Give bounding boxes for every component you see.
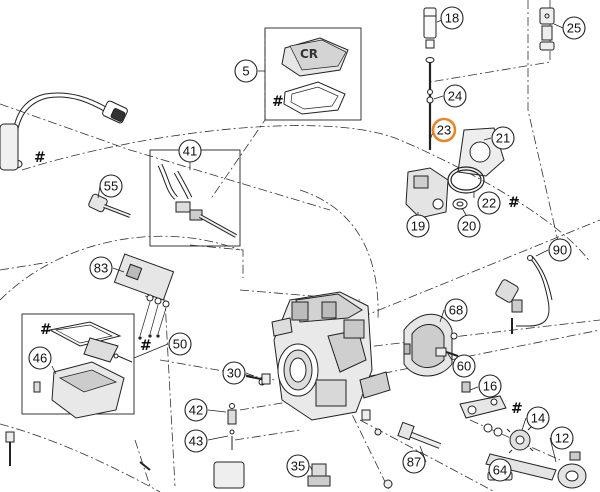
throttle-sensor-cable bbox=[0, 92, 128, 171]
callout-layer: 18 25 5 24 23 21 41 55 22 19 20 90 83 68… bbox=[28, 6, 586, 482]
hash-marks: # # # # # # bbox=[34, 94, 523, 417]
hash-mark-cable: # bbox=[34, 150, 46, 166]
callout-42[interactable]: 42 bbox=[184, 398, 208, 422]
callout-12-label: 12 bbox=[555, 431, 569, 446]
callout-42-label: 42 bbox=[189, 403, 203, 418]
part-24-needle-clip bbox=[426, 96, 434, 104]
callout-90[interactable]: 90 bbox=[548, 238, 572, 262]
callout-55-label: 55 bbox=[104, 179, 118, 194]
callout-64-label: 64 bbox=[493, 463, 507, 478]
callout-24[interactable]: 24 bbox=[443, 84, 467, 108]
callout-16-label: 16 bbox=[483, 379, 497, 394]
callout-22-label: 22 bbox=[482, 196, 496, 211]
callout-87-label: 87 bbox=[407, 455, 421, 470]
callout-30-label: 30 bbox=[227, 366, 241, 381]
part-43-pin bbox=[229, 429, 235, 450]
callout-87[interactable]: 87 bbox=[402, 450, 426, 474]
callout-83[interactable]: 83 bbox=[89, 256, 113, 280]
callout-21[interactable]: 21 bbox=[491, 126, 515, 150]
callout-18[interactable]: 18 bbox=[440, 6, 464, 30]
part-42-nozzle bbox=[227, 403, 237, 425]
part-83-jet-kit bbox=[113, 253, 175, 340]
part-50-pin bbox=[113, 353, 133, 363]
callout-46[interactable]: 46 bbox=[28, 346, 52, 370]
callout-35[interactable]: 35 bbox=[286, 454, 310, 478]
hash-mark-spring: # bbox=[511, 401, 523, 417]
callout-41-label: 41 bbox=[183, 144, 197, 159]
callout-43[interactable]: 43 bbox=[184, 429, 208, 453]
callout-23-label: 23 bbox=[437, 123, 451, 138]
callout-19-label: 19 bbox=[411, 219, 425, 234]
part-87-hose bbox=[397, 421, 442, 449]
callout-25[interactable]: 25 bbox=[562, 16, 586, 40]
callout-20-label: 20 bbox=[462, 219, 476, 234]
callout-50[interactable]: 50 bbox=[168, 332, 192, 356]
callout-35-label: 35 bbox=[291, 459, 305, 474]
callout-43-label: 43 bbox=[189, 434, 203, 449]
hash-mark-bowl-gasket: # bbox=[40, 322, 52, 338]
part-25-screw bbox=[539, 7, 555, 51]
callout-16[interactable]: 16 bbox=[478, 374, 502, 398]
callout-50-label: 50 bbox=[173, 337, 187, 352]
svg-text:CR: CR bbox=[300, 47, 318, 61]
callout-68-label: 68 bbox=[449, 303, 463, 318]
hash-mark-jet-kit: # bbox=[140, 338, 152, 354]
callout-12[interactable]: 12 bbox=[550, 426, 574, 450]
callout-14-label: 14 bbox=[531, 411, 545, 426]
part-16-lever bbox=[459, 381, 507, 437]
part-30-screw bbox=[245, 373, 271, 385]
callout-21-label: 21 bbox=[496, 131, 510, 146]
part-55-idle-screw bbox=[88, 193, 131, 218]
part-14-spring-gear bbox=[506, 426, 534, 454]
hash-mark-cover-kit: # bbox=[272, 94, 284, 110]
hash-mark-oring: # bbox=[508, 195, 520, 211]
part-60-screw bbox=[435, 347, 459, 357]
part-5-cover-kit: CR bbox=[264, 27, 362, 121]
callout-55[interactable]: 55 bbox=[99, 174, 123, 198]
part-41-hose-kit bbox=[149, 149, 241, 247]
callout-90-label: 90 bbox=[553, 243, 567, 258]
part-19-accelerator-pump bbox=[405, 167, 449, 219]
callout-64[interactable]: 64 bbox=[488, 458, 512, 482]
callout-68[interactable]: 68 bbox=[444, 298, 468, 322]
callout-20[interactable]: 20 bbox=[457, 214, 481, 238]
callout-14[interactable]: 14 bbox=[526, 406, 550, 430]
callout-41[interactable]: 41 bbox=[178, 139, 202, 163]
callout-46-label: 46 bbox=[33, 351, 47, 366]
callout-60-label: 60 bbox=[457, 359, 471, 374]
callout-5[interactable]: 5 bbox=[234, 59, 258, 83]
carburetor-body bbox=[258, 291, 391, 421]
part-20-washer bbox=[452, 198, 468, 210]
callout-5-label: 5 bbox=[242, 64, 249, 79]
part-90-cable-assembly bbox=[495, 255, 553, 334]
part-68-housing-cover bbox=[403, 313, 458, 377]
part-46-float-bowl bbox=[21, 313, 135, 419]
callout-22[interactable]: 22 bbox=[477, 191, 501, 215]
callout-30[interactable]: 30 bbox=[222, 361, 246, 385]
callout-25-label: 25 bbox=[567, 21, 581, 36]
part-35-fitting bbox=[307, 463, 331, 487]
part-18-jet-holder bbox=[423, 7, 437, 150]
callout-24-label: 24 bbox=[448, 89, 462, 104]
leader-lines bbox=[51, 19, 564, 475]
misc-small-parts bbox=[5, 409, 382, 489]
callout-83-label: 83 bbox=[94, 261, 108, 276]
callout-18-label: 18 bbox=[445, 11, 459, 26]
callout-60[interactable]: 60 bbox=[452, 354, 476, 378]
callout-23[interactable]: 23 bbox=[431, 117, 457, 143]
callout-19[interactable]: 19 bbox=[406, 214, 430, 238]
